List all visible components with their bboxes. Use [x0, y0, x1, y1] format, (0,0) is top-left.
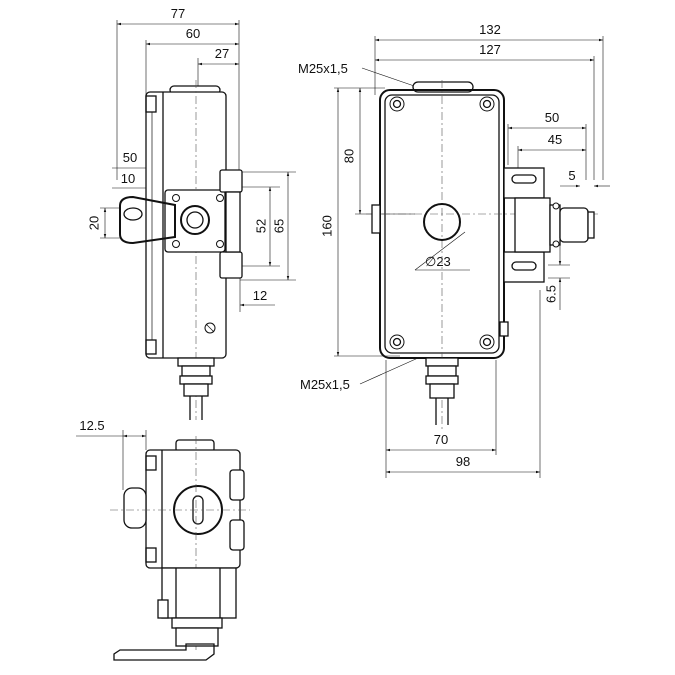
dim-80: 80 — [341, 149, 356, 163]
dim-6-5: 6.5 — [543, 285, 558, 303]
dim-60: 60 — [186, 26, 200, 41]
dim-127: 127 — [479, 42, 501, 57]
dim-5: 5 — [568, 168, 575, 183]
thread-top-label: M25x1,5 — [298, 61, 348, 76]
thread-bottom-label: M25x1,5 — [300, 377, 350, 392]
bottom-view: 12.5 — [76, 418, 250, 661]
dim-65: 65 — [271, 219, 286, 233]
dim-12: 12 — [253, 288, 267, 303]
dim-10: 10 — [121, 171, 135, 186]
dim-132: 132 — [479, 22, 501, 37]
corner-screws — [389, 96, 495, 350]
front-view: 132 127 M25x1,5 50 45 5 80 160 — [298, 22, 610, 478]
side-view-housing — [119, 80, 243, 420]
dim-45: 45 — [548, 132, 562, 147]
dim-27: 27 — [215, 46, 229, 61]
bottom-view-housing — [110, 436, 250, 661]
dim-20: 20 — [86, 216, 101, 230]
dim-77: 77 — [171, 6, 185, 21]
front-view-housing — [366, 80, 600, 430]
side-view: 77 60 27 50 10 20 52 65 — [86, 6, 296, 420]
front-view-dimensions: 132 127 M25x1,5 50 45 5 80 160 — [298, 22, 610, 478]
dim-50-front: 50 — [545, 110, 559, 125]
dim-50: 50 — [123, 150, 137, 165]
dim-160: 160 — [319, 215, 334, 237]
dim-12-5: 12.5 — [79, 418, 104, 433]
dim-70: 70 — [434, 432, 448, 447]
dim-52: 52 — [253, 219, 268, 233]
bottom-view-dimensions: 12.5 — [76, 418, 147, 490]
dim-d23: ∅23 — [425, 254, 451, 269]
dim-98: 98 — [456, 454, 470, 469]
